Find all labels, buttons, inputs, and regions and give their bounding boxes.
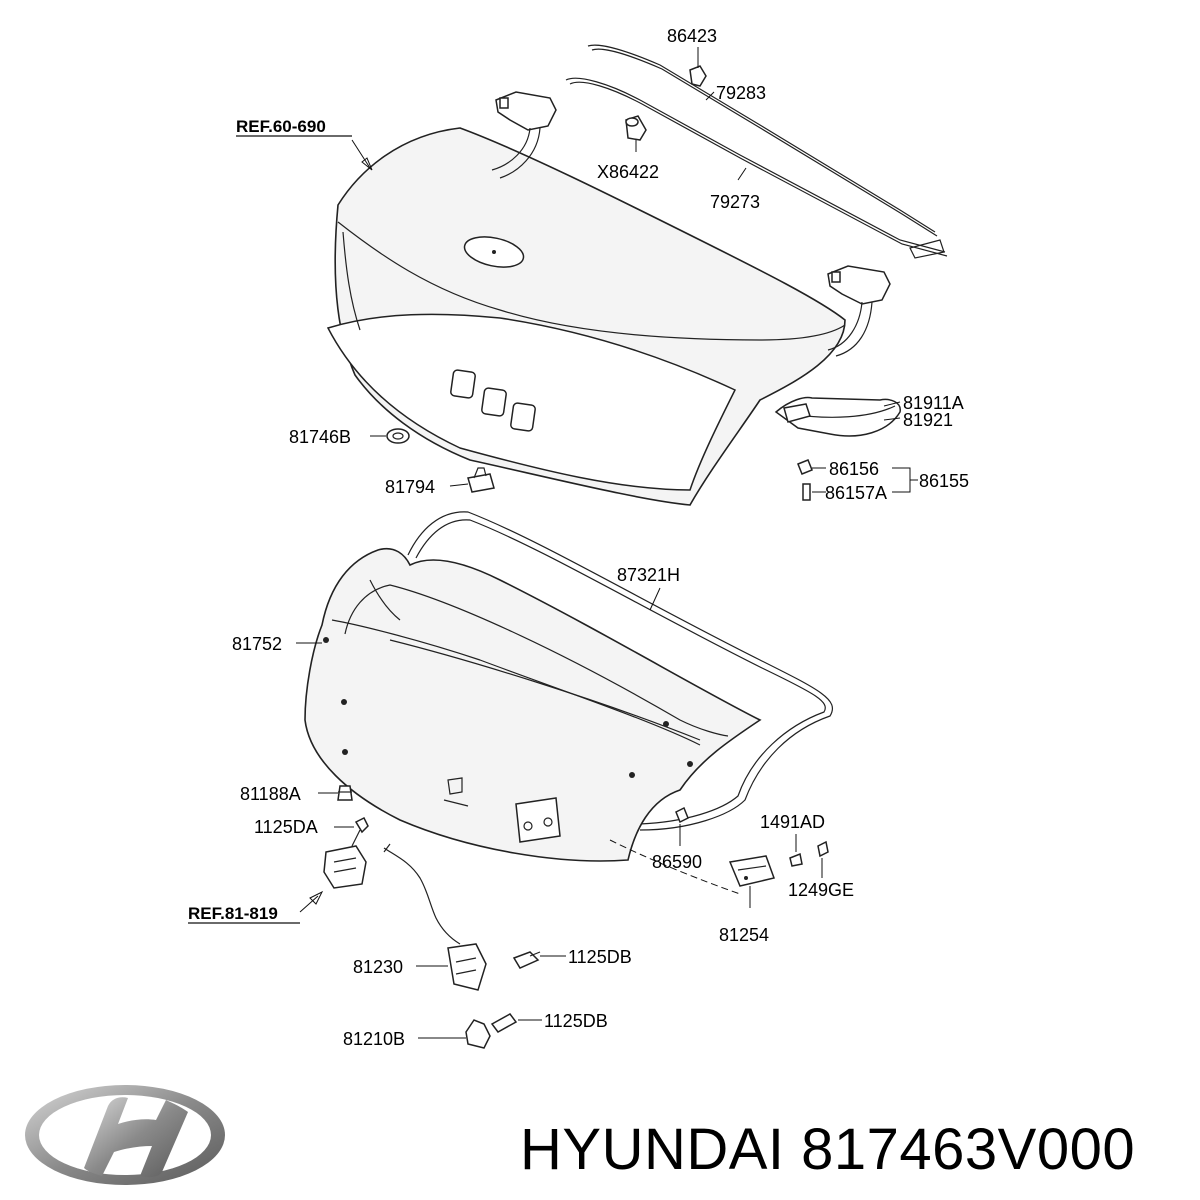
label-81210b: 81210B — [343, 1029, 405, 1049]
brand-caption: HYUNDAI 817463V000 — [520, 1117, 1136, 1182]
bumper-x86422 — [625, 115, 647, 141]
clip-86156 — [797, 459, 813, 475]
label-81794: 81794 — [385, 477, 435, 497]
trunk-weatherstrip — [407, 511, 834, 831]
label-79273: 79273 — [710, 192, 760, 212]
label-1125da: 1125DA — [254, 817, 318, 837]
leader-lines — [296, 47, 918, 1039]
label-81746b: 81746B — [289, 427, 351, 447]
ref-label-81-819: REF.81-819 — [188, 904, 278, 923]
label-81230: 81230 — [353, 957, 403, 977]
label-86590: 86590 — [652, 852, 702, 872]
label-81921: 81921 — [903, 410, 953, 430]
bumper-81188a — [337, 785, 353, 801]
label-86155: 86155 — [919, 471, 969, 491]
lamp-81254 — [728, 855, 775, 887]
label-1249ge: 1249GE — [788, 880, 854, 900]
clip-1491ad — [789, 852, 803, 867]
torsion-bars — [565, 44, 948, 259]
bolt-1125db-a — [512, 951, 541, 969]
label-x86422: X86422 — [597, 162, 659, 182]
latch-assembly — [323, 845, 367, 889]
release-cable-81230 — [383, 843, 487, 991]
right-hinge — [827, 265, 891, 357]
bolt-1125db-b — [490, 1013, 518, 1033]
trunk-lid-outer-panel — [326, 127, 846, 506]
label-1125db-lower: 1125DB — [544, 1011, 608, 1031]
trunk-lid-inner-trim — [304, 547, 762, 862]
label-79283: 79283 — [716, 83, 766, 103]
ref-label-60-690: REF.60-690 — [236, 117, 326, 136]
bumper-81794 — [467, 467, 495, 493]
hinge-bracket-81911a — [774, 396, 901, 437]
striker-81210b — [465, 1019, 491, 1049]
bolt-1125da — [351, 816, 369, 847]
label-1125db-upper: 1125DB — [568, 947, 632, 967]
label-87321h: 87321H — [617, 565, 680, 585]
clip-86590 — [675, 806, 689, 824]
screw-1249ge — [817, 840, 829, 858]
label-86156: 86156 — [829, 459, 879, 479]
label-86157a: 86157A — [825, 483, 887, 503]
grommet-81746b — [386, 428, 410, 444]
label-86423: 86423 — [667, 26, 717, 46]
label-1491ad: 1491AD — [760, 812, 825, 832]
clip-86423 — [689, 65, 707, 87]
hyundai-logo-icon — [25, 1085, 225, 1185]
label-81911a: 81911A — [903, 393, 964, 413]
label-81188a: 81188A — [240, 784, 301, 804]
screw-86157a — [802, 483, 811, 501]
left-hinge — [491, 91, 557, 179]
label-81752: 81752 — [232, 634, 282, 654]
label-81254: 81254 — [719, 925, 769, 945]
